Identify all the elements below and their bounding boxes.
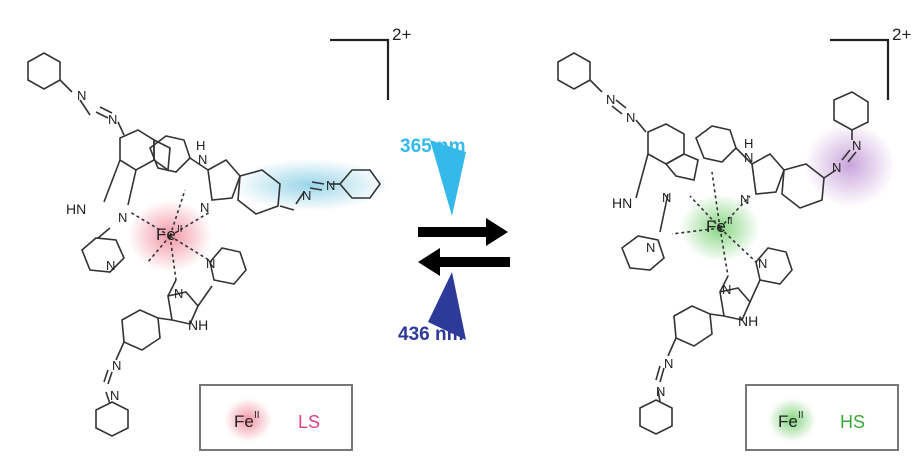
svg-text:N: N [662,190,671,205]
right-charge: 2+ [892,25,911,44]
svg-text:N: N [646,240,655,255]
forward-light-wedge [430,140,466,216]
svg-text:N: N [110,388,119,403]
left-legend-ox: II [254,410,260,421]
svg-text:H: H [744,136,753,151]
svg-text:HN: HN [612,195,632,211]
backward-wavelength: 436 nm [398,324,463,345]
right-fe-symbol: Fe [706,217,726,236]
svg-text:NH: NH [738,313,758,329]
forward-wavelength: 365 nm [400,136,465,157]
backward-arrow-head [418,248,440,276]
left-n-label-2: N [108,112,117,127]
svg-text:N: N [740,192,749,207]
left-charge: 2+ [392,25,411,44]
left-imidazole-2 [207,158,241,201]
left-hn-text: HN [66,201,86,217]
left-nh-text: NH [188,317,208,333]
right-legend-metal: Fe [778,412,798,431]
svg-text:N: N [326,178,335,193]
svg-text:N: N [664,356,673,371]
left-coord-1 [129,211,171,237]
left-n-label-1: N [77,88,86,103]
right-legend-box [745,384,899,451]
svg-text:N: N [118,210,127,225]
right-pyridine-1 [621,235,665,271]
left-legend-state: LS [298,412,320,432]
svg-text:N: N [852,138,861,153]
right-legend-ox: II [798,410,804,421]
svg-text:N: N [656,384,665,399]
left-legend-box [199,384,353,451]
svg-text:H: H [196,138,205,153]
left-benzene-3 [121,309,161,351]
left-fe-symbol: Fe [156,225,176,244]
left-phenyl-bottom [95,401,129,437]
left-benzene-2 [237,169,281,215]
left-phenyl-right [338,169,381,199]
right-phenyl-right [833,91,869,131]
left-legend-metal: Fe [234,412,254,431]
svg-text:N: N [206,256,215,271]
svg-text:N: N [174,286,183,301]
svg-text:N: N [200,200,209,215]
right-phenyl-bottom [639,399,673,435]
svg-text:N: N [606,92,615,107]
left-complex [27,38,390,437]
svg-text:N: N [112,358,121,373]
right-charge-bracket [830,38,890,100]
left-azo-glow [232,159,388,211]
svg-text:N: N [106,258,115,273]
svg-text:N: N [722,282,731,297]
right-benzene-2 [781,163,825,209]
left-phenyl-top [27,52,61,90]
svg-text:N: N [626,110,635,125]
right-azo-glow [805,123,895,207]
svg-text:N: N [744,150,753,165]
backward-light-wedge [428,272,466,340]
left-pyridine-3 [209,247,247,285]
right-complex [557,38,895,435]
right-atom-labels: N N HN N N H N N N N N N NH N N [606,92,861,399]
left-atom-labels: N N N N H N N N N N N N N [77,88,335,403]
forward-arrow-shaft [418,227,490,237]
right-fe-oxidation: II [727,216,733,227]
right-imidazole-2 [751,152,785,195]
right-pyridine-2 [695,125,737,163]
svg-text:N: N [198,152,207,167]
left-imidazole-3 [167,291,199,325]
backward-arrow-shaft [436,257,510,267]
forward-arrow-head [486,218,508,246]
right-imidazole-3 [719,287,751,321]
svg-text:N: N [302,188,311,203]
svg-text:N: N [758,256,767,271]
right-benzene-3 [673,305,713,347]
svg-text:N: N [832,160,841,175]
left-benzimidazole-1 [119,129,155,171]
right-benzimidazole-1 [647,123,685,165]
equilibrium-arrows [418,140,510,340]
right-legend-state: HS [840,412,865,432]
left-charge-bracket [330,38,390,100]
right-phenyl-top [557,52,591,90]
left-fe-oxidation: II [177,224,183,235]
left-pyridine-1 [81,237,125,273]
